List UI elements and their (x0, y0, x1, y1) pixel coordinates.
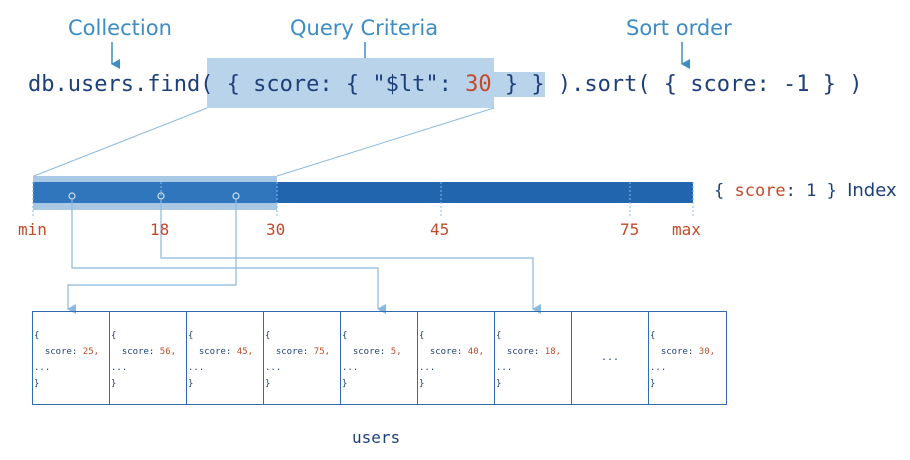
query-prefix: db.users.find( (28, 72, 227, 97)
doc-score-value: 56, (159, 347, 177, 357)
doc-rest: ... (342, 363, 359, 373)
doc-close: } (188, 379, 194, 389)
tick-label-45: 45 (430, 220, 450, 239)
projection-line-left (33, 107, 208, 177)
doc-close: } (419, 379, 425, 389)
doc-rest: ... (419, 363, 436, 373)
doc-field-line: score: 75, (265, 344, 340, 360)
doc-open: { (111, 331, 117, 341)
index-label-post: : 1 } (785, 181, 848, 201)
sort-order-label: Sort order (626, 16, 732, 40)
doc-open: { (419, 331, 425, 341)
doc-field-line: score: 5, (342, 344, 417, 360)
doc-rest: ... (650, 363, 667, 373)
doc-field: score: (660, 347, 694, 357)
doc-rest: ... (34, 363, 51, 373)
connector-entry-1 (71, 199, 386, 314)
tick-label-max: max (672, 220, 701, 239)
connector-entry-3 (67, 199, 237, 314)
tick-label-18: 18 (150, 220, 170, 239)
document: { score: 75, ... } (264, 312, 341, 404)
document: { score: 30, ... } (649, 312, 726, 404)
query-criteria-post: } } (491, 72, 545, 97)
doc-rest: ... (265, 363, 282, 373)
doc-field: score: (198, 347, 232, 357)
doc-field: score: (506, 347, 540, 357)
query-criteria-number: 30 (465, 72, 492, 97)
doc-score-value: 5, (390, 347, 402, 357)
document: { score: 40, ... } (418, 312, 495, 404)
collection-label: Collection (68, 16, 172, 40)
doc-field-line: score: 18, (496, 344, 571, 360)
query-suffix: ).sort( { score: -1 } ) (544, 72, 863, 97)
doc-close: } (34, 379, 40, 389)
doc-field-line: score: 25, (34, 344, 109, 360)
document: { score: 25, ... } (33, 312, 110, 404)
tick-label-75: 75 (620, 220, 640, 239)
connector-entry-2 (160, 199, 541, 314)
doc-close: } (342, 379, 348, 389)
document: { score: 5, ... } (341, 312, 418, 404)
projection-line-right (276, 107, 495, 177)
doc-score-value: 75, (313, 347, 331, 357)
doc-open: { (342, 331, 348, 341)
doc-rest: ... (188, 363, 205, 373)
doc-open: { (265, 331, 271, 341)
tick-label-30: 30 (266, 220, 286, 239)
document-ellipsis: ... (572, 312, 649, 404)
index-label-pre: { (714, 181, 735, 201)
doc-close: } (111, 379, 117, 389)
doc-close: } (496, 379, 502, 389)
collection-name: users (352, 428, 401, 447)
query-criteria-pre: { score: { "$lt": (226, 72, 466, 97)
doc-field: score: (121, 347, 155, 357)
document: { score: 56, ... } (110, 312, 187, 404)
doc-open: { (650, 331, 656, 341)
query-criteria: { score: { "$lt": 30 } } (226, 72, 545, 97)
doc-open: { (34, 331, 40, 341)
query-code: db.users.find( { score: { "$lt": 30 } } … (28, 70, 862, 100)
doc-score-value: 30, (698, 347, 716, 357)
index-label: { score: 1 } Index (714, 180, 897, 201)
tick-label-min: min (18, 220, 47, 239)
document: { score: 45, ... } (187, 312, 264, 404)
query-criteria-label: Query Criteria (290, 16, 439, 40)
doc-score-value: 45, (236, 347, 254, 357)
doc-field: score: (352, 347, 386, 357)
doc-close: } (650, 379, 656, 389)
index-bar-selected (33, 182, 277, 203)
doc-field: score: (44, 347, 78, 357)
ellipsis-text: ... (600, 352, 620, 363)
doc-open: { (188, 331, 194, 341)
doc-field-line: score: 30, (650, 344, 726, 360)
doc-field: score: (275, 347, 309, 357)
doc-score-value: 25, (82, 347, 100, 357)
doc-field: score: (429, 347, 463, 357)
doc-rest: ... (111, 363, 128, 373)
index-label-field: score (734, 181, 786, 201)
doc-field-line: score: 56, (111, 344, 186, 360)
doc-close: } (265, 379, 271, 389)
doc-score-value: 18, (544, 347, 562, 357)
doc-open: { (496, 331, 502, 341)
doc-rest: ... (496, 363, 513, 373)
index-label-word: Index (847, 180, 897, 201)
documents-collection: { score: 25, ... } { score: 56, ... } { … (32, 311, 727, 405)
document: { score: 18, ... } (495, 312, 572, 404)
doc-field-line: score: 40, (419, 344, 494, 360)
doc-field-line: score: 45, (188, 344, 263, 360)
doc-score-value: 40, (467, 347, 485, 357)
